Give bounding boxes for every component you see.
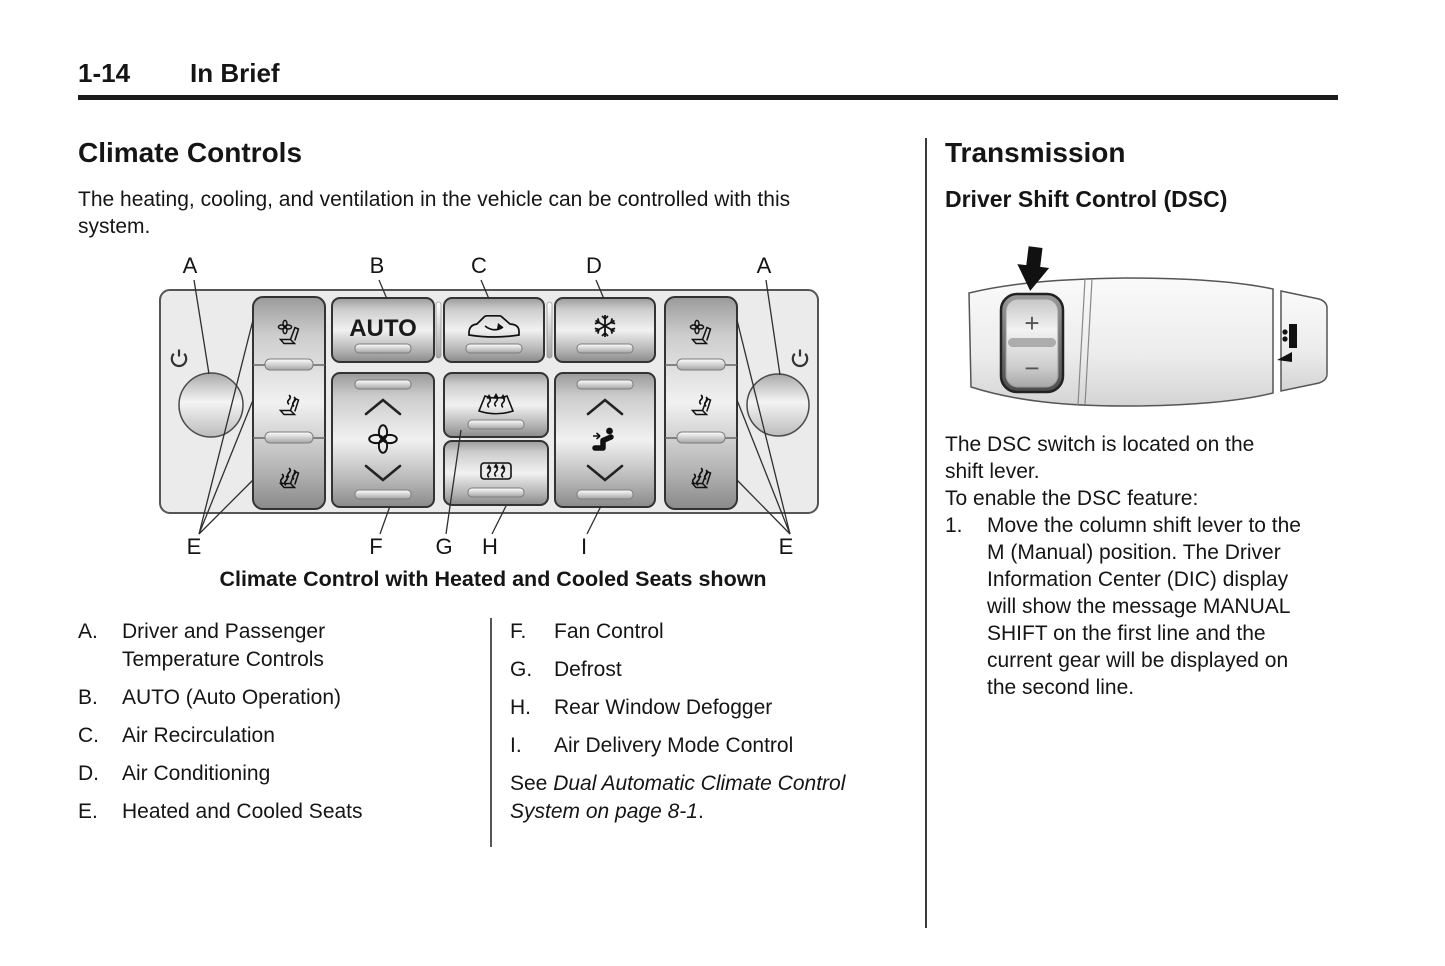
transmission-section: Transmission Driver Shift Control (DSC) <box>925 138 1345 928</box>
callout-b: B <box>370 253 385 278</box>
chevron-down-icon <box>364 464 402 482</box>
legend-letter: D. <box>78 762 99 785</box>
callout-d: D <box>586 253 602 278</box>
legend-item: I. Air Delivery Mode Control <box>510 732 906 760</box>
figure-caption: Climate Control with Heated and Cooled S… <box>219 567 767 591</box>
temperature-knob-right <box>746 373 810 437</box>
climate-panel-illustration: AUTO <box>159 253 819 559</box>
ac-button <box>554 297 656 363</box>
legend-letter: C. <box>78 724 99 747</box>
downshift-minus-label: − <box>1024 353 1039 383</box>
section-title: In Brief <box>190 58 280 88</box>
legend-letter: G. <box>510 658 533 681</box>
callout-g: G <box>435 534 452 558</box>
manual-page: 1-14 In Brief Climate Controls The heati… <box>78 58 1445 928</box>
legend-text: Air Delivery Mode Control <box>554 734 794 757</box>
button-separator <box>435 301 442 359</box>
windshield-defrost-icon <box>477 393 515 415</box>
air-delivery-button <box>554 372 656 508</box>
callout-a-right: A <box>757 253 772 278</box>
page-number: 1-14 <box>78 58 131 88</box>
air-delivery-icon <box>592 427 614 451</box>
callout-i: I <box>581 534 587 558</box>
legend-text: Driver and Passenger Temperature Control… <box>122 620 326 671</box>
legend-letter: E. <box>78 800 98 823</box>
legend-item: H. Rear Window Defogger <box>510 694 906 722</box>
callout-c: C <box>471 253 487 278</box>
button-separator <box>546 301 553 359</box>
lever-seam <box>1077 278 1086 406</box>
dsc-switch: + − <box>999 292 1065 394</box>
rear-defogger-icon <box>480 462 512 480</box>
recirculation-icon <box>468 314 520 338</box>
step-text: Move the column shift lever to the M (Ma… <box>987 514 1301 699</box>
legend-text: Rear Window Defogger <box>554 696 773 719</box>
legend-letter: A. <box>78 620 98 643</box>
legend-item: B. AUTO (Auto Operation) <box>78 684 490 712</box>
seat-buttons-left <box>252 296 326 510</box>
legend-letter: B. <box>78 686 98 709</box>
legend-item: F. Fan Control <box>510 618 906 646</box>
legend-text: Air Recirculation <box>122 724 275 747</box>
climate-section: Climate Controls The heating, cooling, a… <box>78 138 906 928</box>
legend-text: Heated and Cooled Seats <box>122 800 363 823</box>
legend-item: G. Defrost <box>510 656 906 684</box>
callout-h: H <box>482 534 498 558</box>
legend-text: Air Conditioning <box>122 762 271 785</box>
rear-defogger-button <box>443 440 549 506</box>
dsc-subheading: Driver Shift Control (DSC) <box>945 186 1228 212</box>
callout-lines <box>193 279 791 535</box>
legend-letter: I. <box>510 734 522 757</box>
legend-item: E. Heated and Cooled Seats <box>78 798 490 826</box>
auto-button: AUTO <box>331 297 435 363</box>
climate-legend: A. Driver and Passenger Temperature Contr… <box>78 618 906 847</box>
callout-e-right: E <box>779 534 794 558</box>
shift-lever-illustration: + − <box>968 246 1328 407</box>
tow-haul-icon <box>1277 324 1297 362</box>
callout-f: F <box>369 534 382 558</box>
legend-item: D. Air Conditioning <box>78 760 490 788</box>
dsc-step-1: 1. Move the column shift lever to the M … <box>945 512 1345 701</box>
temperature-knob-left <box>178 372 244 438</box>
lever-end-cap <box>1280 290 1328 392</box>
legend-item: C. Air Recirculation <box>78 722 490 750</box>
legend-text: AUTO (Auto Operation) <box>122 686 342 709</box>
chevron-up-icon <box>364 398 402 416</box>
see-reference: See Dual Automatic Climate Control Syste… <box>510 770 855 826</box>
chevron-up-icon <box>586 398 624 416</box>
chevron-down-icon <box>586 464 624 482</box>
callout-a-left: A <box>183 253 198 278</box>
legend-list-right: F. Fan Control G. Defrost H. Rear Window De… <box>490 618 906 847</box>
fan-control-button <box>331 372 435 508</box>
page-header: 1-14 In Brief <box>78 58 1445 88</box>
legend-text: Fan Control <box>554 620 664 643</box>
legend-letter: F. <box>510 620 527 643</box>
auto-button-label: AUTO <box>349 315 417 342</box>
legend-list-left: A. Driver and Passenger Temperature Contr… <box>78 618 490 847</box>
transmission-heading: Transmission <box>945 137 1126 168</box>
recirculation-button <box>443 297 545 363</box>
legend-text: Defrost <box>554 658 622 681</box>
see-prefix: See <box>510 772 554 795</box>
arrow-down-icon <box>1017 246 1050 291</box>
climate-figure: AUTO <box>78 240 906 592</box>
lever-seam <box>1084 278 1093 406</box>
legend-letter: H. <box>510 696 531 719</box>
step-number: 1. <box>945 514 963 537</box>
callout-e-left: E <box>187 534 202 558</box>
legend-item: A. Driver and Passenger Temperature Contr… <box>78 618 490 674</box>
ac-snowflake-icon <box>594 315 616 337</box>
climate-intro: The heating, cooling, and ventilation in… <box>78 188 791 238</box>
see-reference-title: Dual Automatic Climate Control System on… <box>510 772 846 823</box>
upshift-plus-label: + <box>1024 308 1039 338</box>
dsc-enable-paragraph: To enable the DSC feature: <box>945 487 1199 510</box>
header-rule <box>78 95 1338 100</box>
see-suffix: . <box>697 800 704 823</box>
seat-buttons-right <box>664 296 738 510</box>
climate-heading: Climate Controls <box>78 137 303 168</box>
windshield-defrost-button <box>443 372 549 438</box>
dsc-location-paragraph: The DSC switch is located on the shift l… <box>945 433 1255 483</box>
